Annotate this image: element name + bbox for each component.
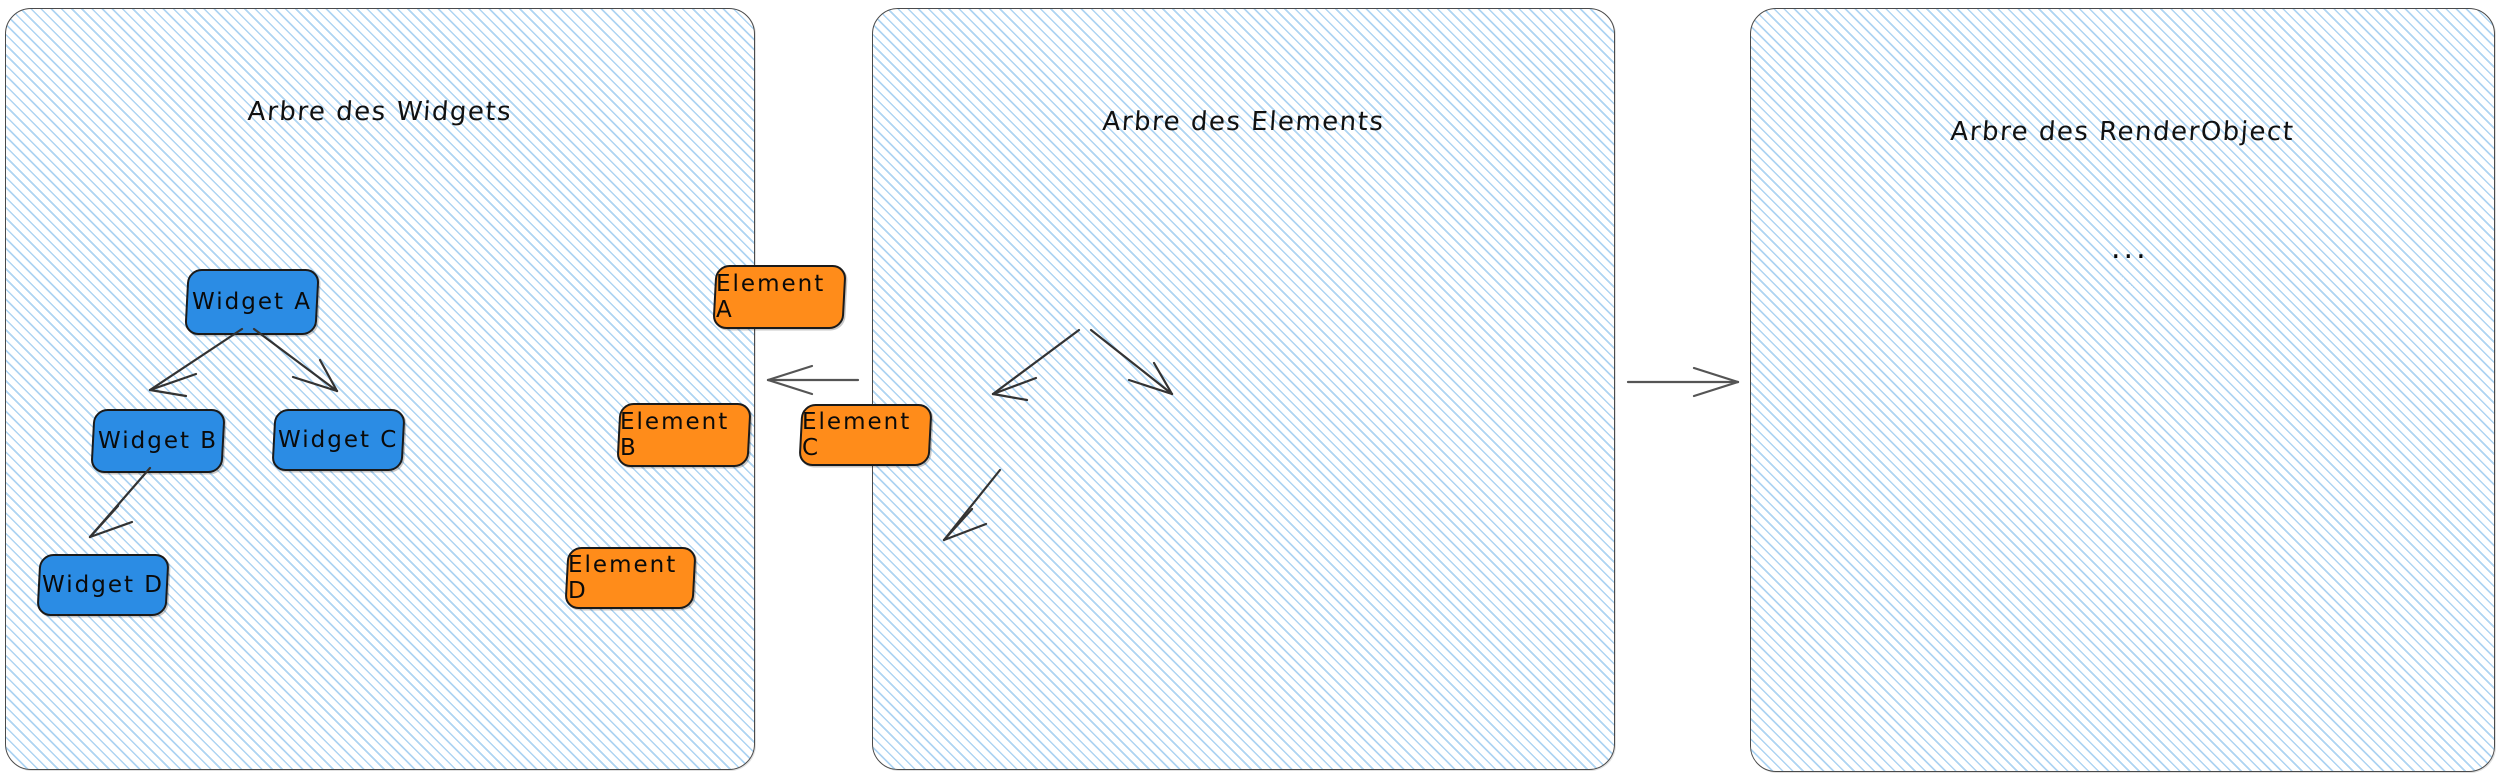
node-widget-b[interactable]: Widget B [90, 409, 226, 473]
node-widget-c-label: Widget C [278, 427, 399, 453]
node-element-b[interactable]: Element B [616, 403, 752, 467]
node-widget-c[interactable]: Widget C [271, 409, 406, 471]
panel-title-renderobject: Arbre des RenderObject [1949, 117, 2296, 147]
node-widget-a[interactable]: Widget A [184, 269, 320, 335]
node-element-c[interactable]: Element C [798, 404, 933, 466]
node-widget-a-label: Widget A [191, 289, 313, 315]
panel-arbre-des-renderobject: Arbre des RenderObject ... [1750, 8, 2495, 772]
panel-arbre-des-elements: Arbre des Elements Element A Element B E… [564, 8, 1615, 770]
panel-title-widgets: Arbre des Widgets [246, 97, 514, 127]
node-widget-b-label: Widget B [97, 428, 219, 454]
panel-arbre-des-widgets: Arbre des Widgets Widget A Widget B Widg… [5, 8, 755, 770]
connector-elements-to-widgets [766, 364, 860, 396]
connector-elements-to-renderobject [1626, 366, 1740, 398]
node-element-c-label: Element C [802, 409, 912, 461]
node-element-d[interactable]: Element D [564, 547, 697, 609]
node-element-a[interactable]: Element A [712, 265, 847, 329]
node-widget-d[interactable]: Widget D [36, 554, 170, 616]
node-element-a-label: Element A [716, 271, 826, 323]
node-element-d-label: Element D [568, 552, 678, 604]
node-widget-d-label: Widget D [41, 572, 164, 598]
panel-title-elements: Arbre des Elements [1101, 107, 1386, 137]
renderobject-placeholder-ellipsis: ... [2111, 231, 2149, 266]
node-element-b-label: Element B [620, 409, 730, 461]
